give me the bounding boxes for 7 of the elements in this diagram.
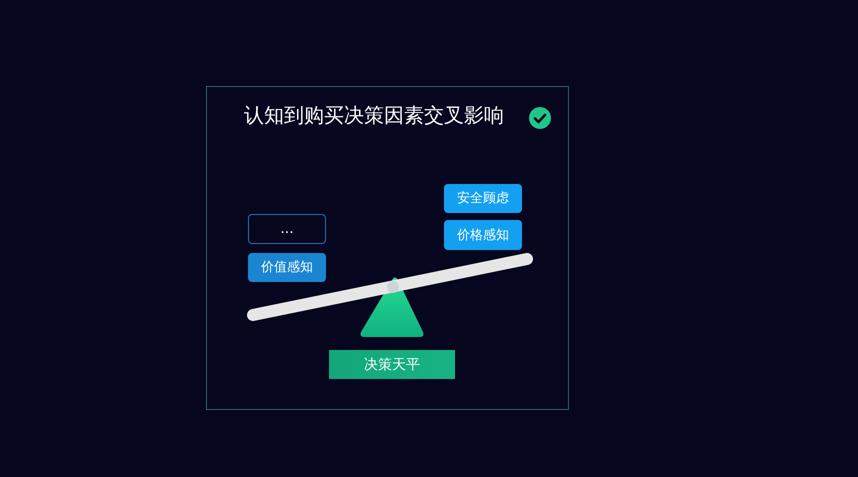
- placeholder-card: ...: [248, 214, 326, 244]
- factor-card: 价格感知: [444, 220, 522, 250]
- factor-card: 价值感知: [248, 253, 326, 282]
- factor-card: 安全顾虑: [444, 184, 522, 213]
- decision-label-bar: 决策天平: [329, 350, 455, 379]
- diagram-heading: 认知到购买决策因素交叉影响: [244, 103, 504, 127]
- content-frame: [206, 86, 569, 410]
